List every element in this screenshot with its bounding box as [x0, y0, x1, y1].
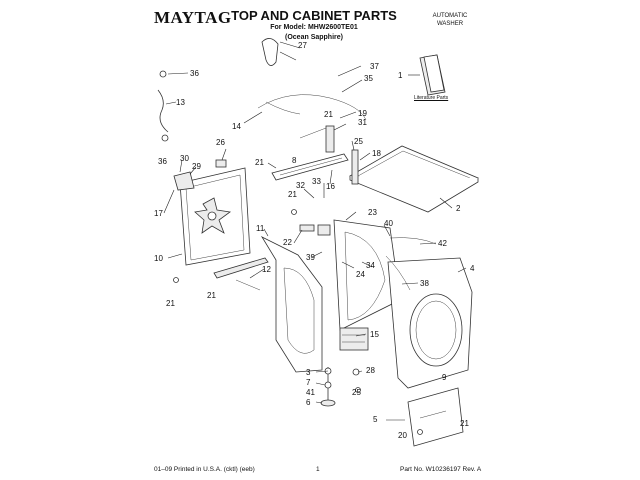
callout-29: 29 — [192, 162, 201, 171]
callout-19: 19 — [358, 109, 367, 118]
base-brace — [213, 257, 269, 291]
callout-36-a: 36 — [190, 69, 199, 78]
print-info: 01–09 Printed in U.S.A. (cktl) (eeb) — [154, 466, 255, 473]
callout-21-c: 21 — [207, 291, 216, 300]
callout-6: 6 — [306, 398, 311, 407]
leader-lines — [163, 41, 467, 421]
callout-12: 12 — [262, 265, 271, 274]
callout-37: 37 — [370, 62, 379, 71]
callout-24: 24 — [356, 270, 365, 279]
callout-4: 4 — [470, 264, 475, 273]
callout-23: 23 — [368, 208, 377, 217]
callout-9: 9 — [442, 373, 447, 382]
model-variant: (Ocean Sapphire) — [285, 34, 343, 41]
callout-31: 31 — [358, 118, 367, 127]
callout-3: 3 — [306, 368, 311, 377]
front-panel — [387, 257, 473, 389]
callout-34: 34 — [366, 261, 375, 270]
callout-32: 32 — [296, 181, 305, 190]
callout-numbers: 1 2 3 4 5 6 7 8 9 10 11 12 13 14 15 16 1… — [154, 41, 475, 440]
callout-35: 35 — [364, 74, 373, 83]
product-type-line2: WASHER — [436, 21, 464, 27]
product-type: AUTOMATIC WASHER — [424, 12, 476, 28]
callout-7: 7 — [306, 378, 311, 387]
callout-26: 26 — [216, 138, 225, 147]
callout-13: 13 — [176, 98, 185, 107]
callout-16: 16 — [326, 182, 335, 191]
callout-10: 10 — [154, 254, 163, 263]
callout-41: 41 — [306, 388, 315, 397]
hoses-and-small-parts — [157, 38, 437, 435]
callout-18: 18 — [372, 149, 381, 158]
top-frame-rail — [271, 153, 349, 181]
callout-25-b: 25 — [352, 388, 361, 397]
top-panel — [349, 145, 479, 213]
callout-38: 38 — [420, 279, 429, 288]
callout-8: 8 — [292, 156, 297, 165]
callout-39: 39 — [306, 253, 315, 262]
literature-booklet — [419, 54, 446, 96]
callout-21-b: 21 — [288, 190, 297, 199]
callout-40: 40 — [384, 219, 393, 228]
callout-5: 5 — [373, 415, 378, 424]
callout-25-a: 25 — [354, 137, 363, 146]
access-panel — [407, 387, 464, 447]
callout-27: 27 — [298, 41, 307, 50]
callout-36-b: 36 — [158, 157, 167, 166]
product-type-line1: AUTOMATIC — [432, 13, 468, 19]
model-number: For Model: MHW2600TE01 — [270, 24, 358, 31]
page-title: TOP AND CABINET PARTS — [231, 8, 397, 23]
callout-21-a: 21 — [255, 158, 264, 167]
callout-28: 28 — [366, 366, 375, 375]
callout-1: 1 — [398, 71, 403, 80]
callout-30: 30 — [180, 154, 189, 163]
side-frame-left — [260, 236, 323, 373]
page-number: 1 — [316, 466, 320, 473]
callout-14: 14 — [232, 122, 241, 131]
part-number: Part No. W10236197 Rev. A — [400, 466, 482, 473]
callout-21-e: 21 — [324, 110, 333, 119]
brand-logo: MAYTAG — [154, 8, 232, 27]
callout-2: 2 — [456, 204, 461, 213]
callout-42: 42 — [438, 239, 447, 248]
callout-11: 11 — [256, 224, 265, 233]
callout-22: 22 — [283, 238, 292, 247]
rear-panel — [179, 167, 251, 266]
callout-33: 33 — [312, 177, 321, 186]
literature-parts-label: Literature Parts — [414, 95, 449, 101]
callout-20: 20 — [398, 431, 407, 440]
callout-21-f: 21 — [460, 419, 469, 428]
callout-17: 17 — [154, 209, 163, 218]
callout-15: 15 — [370, 330, 379, 339]
callout-21-d: 21 — [166, 299, 175, 308]
